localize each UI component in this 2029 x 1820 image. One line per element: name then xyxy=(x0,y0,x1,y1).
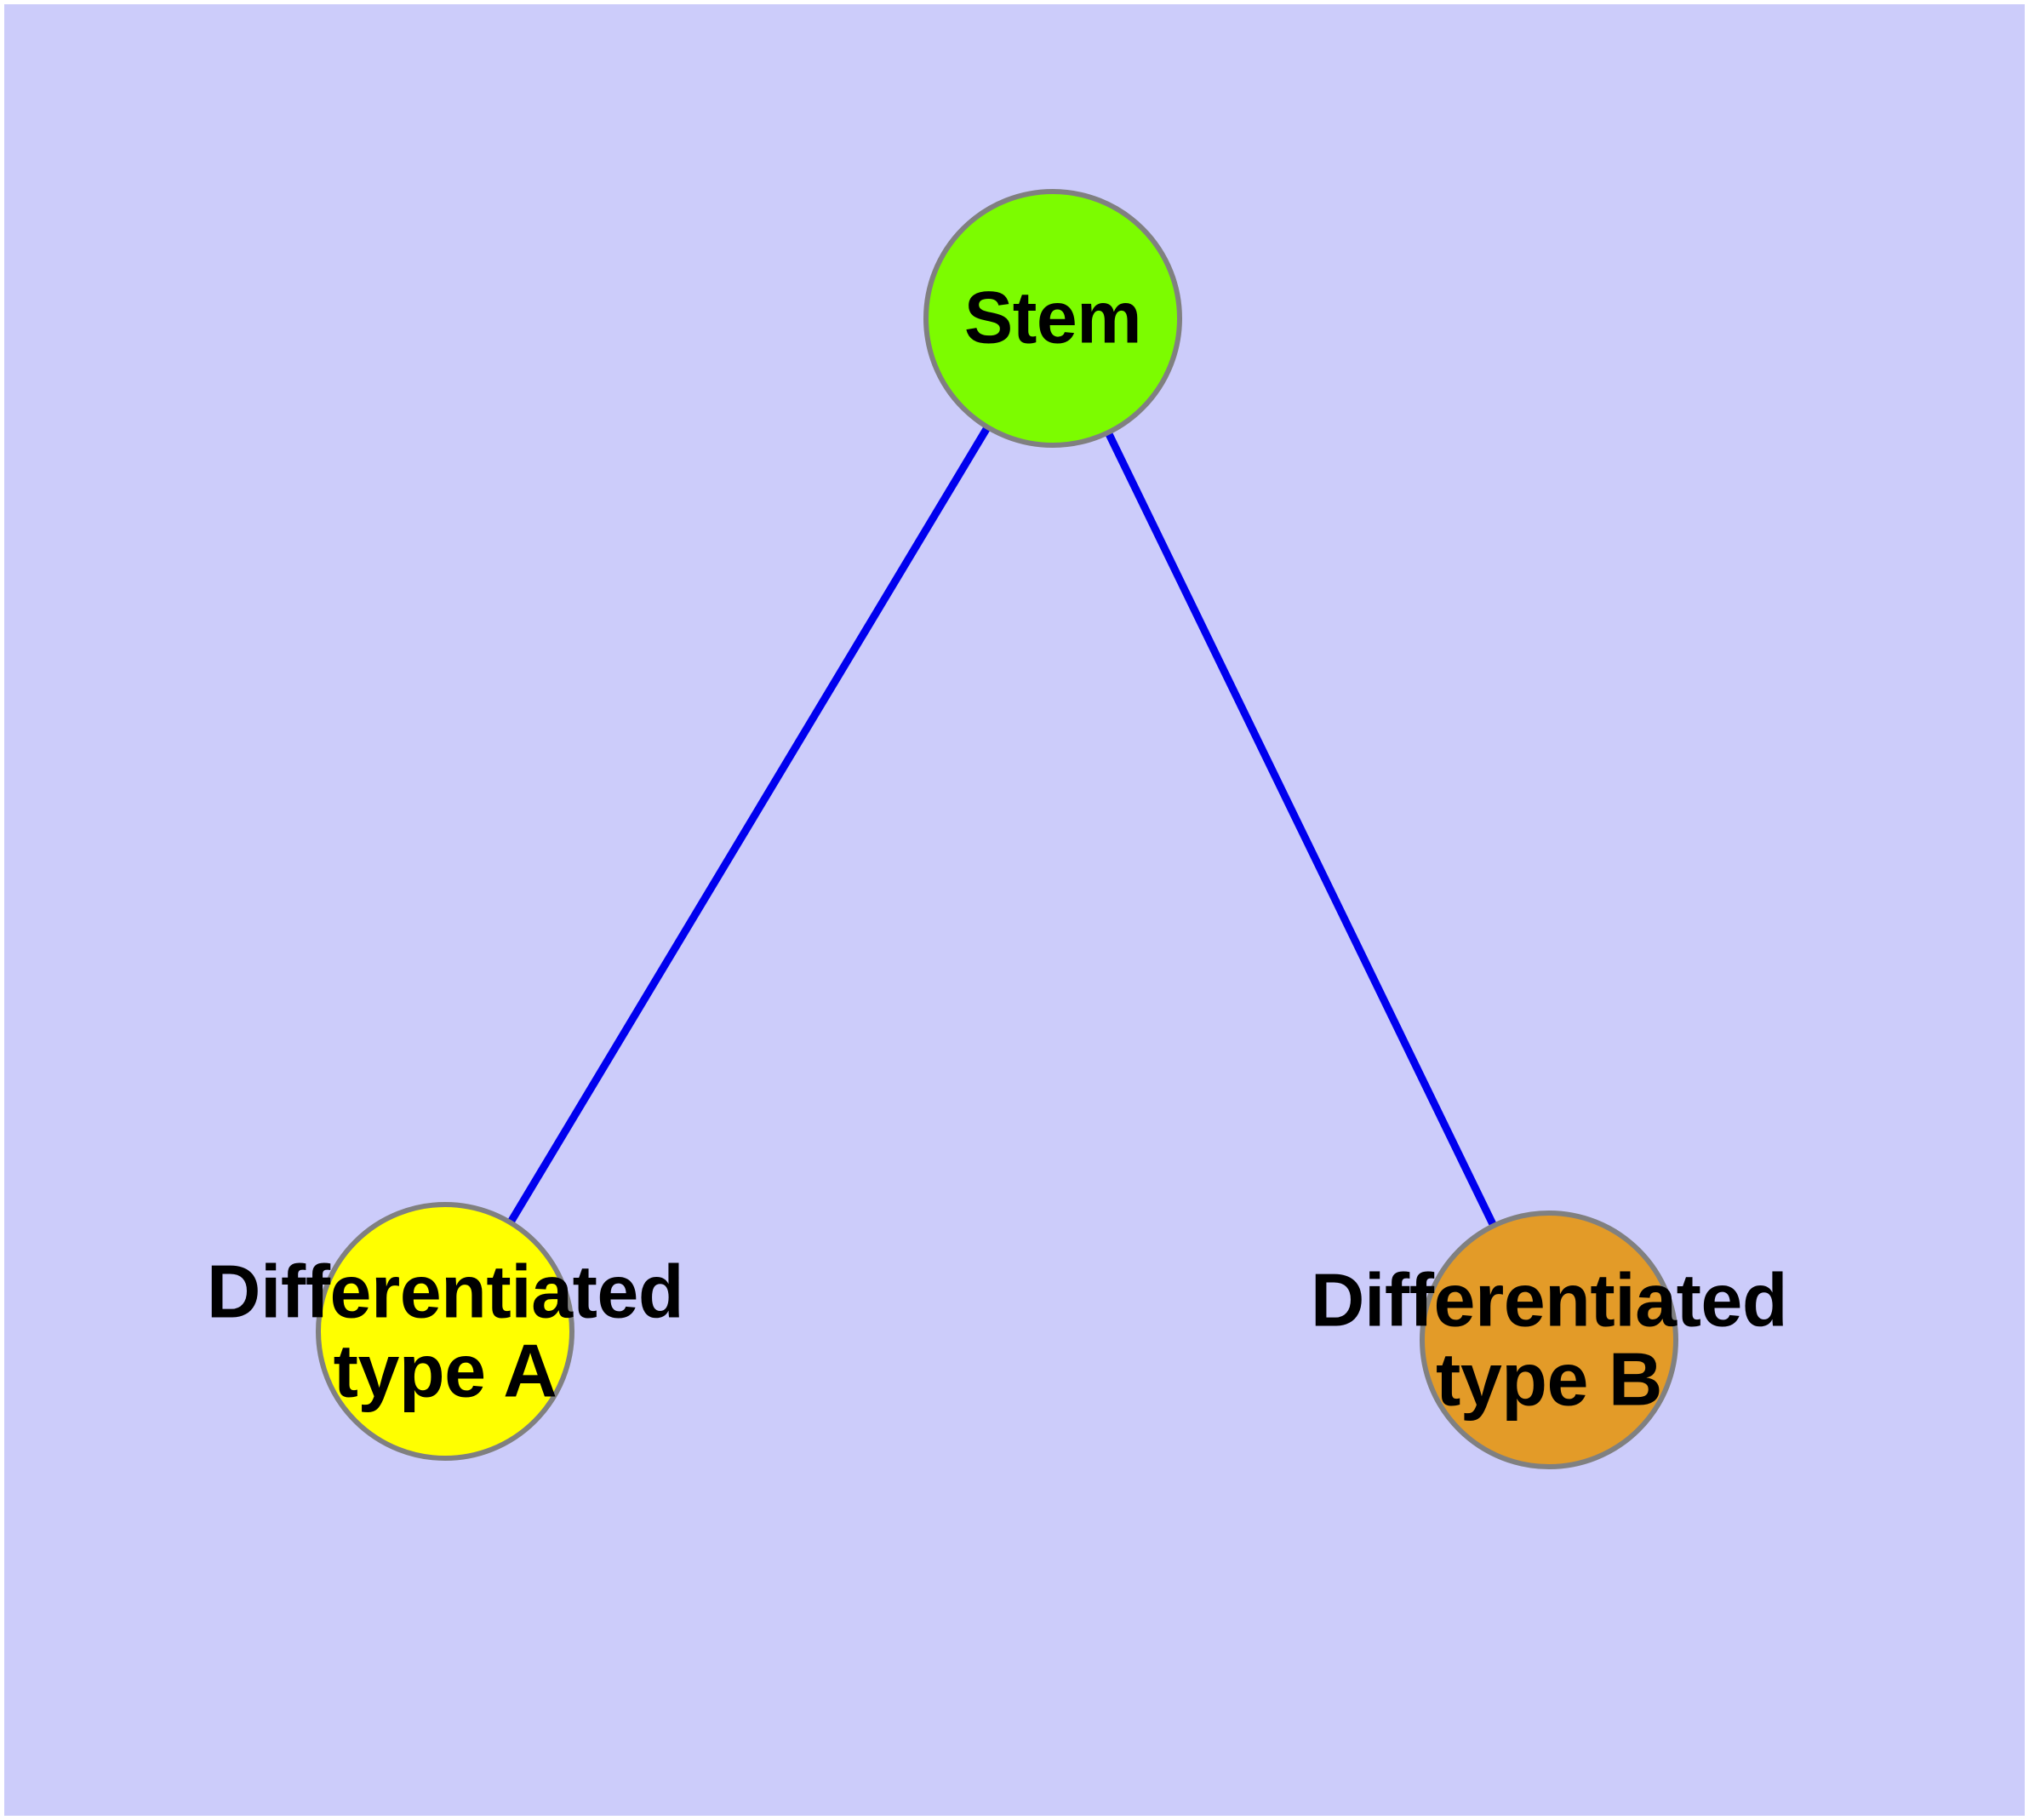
node-circle-diff_a[interactable] xyxy=(316,1202,574,1461)
edges-layer xyxy=(442,316,1553,1342)
node-circle-diff_b[interactable] xyxy=(1420,1210,1678,1469)
node-circle-stem[interactable] xyxy=(923,189,1182,448)
nodes-layer xyxy=(316,189,1678,1469)
edge-stem-b xyxy=(1049,317,1553,1342)
edge-stem-a xyxy=(442,316,1056,1334)
